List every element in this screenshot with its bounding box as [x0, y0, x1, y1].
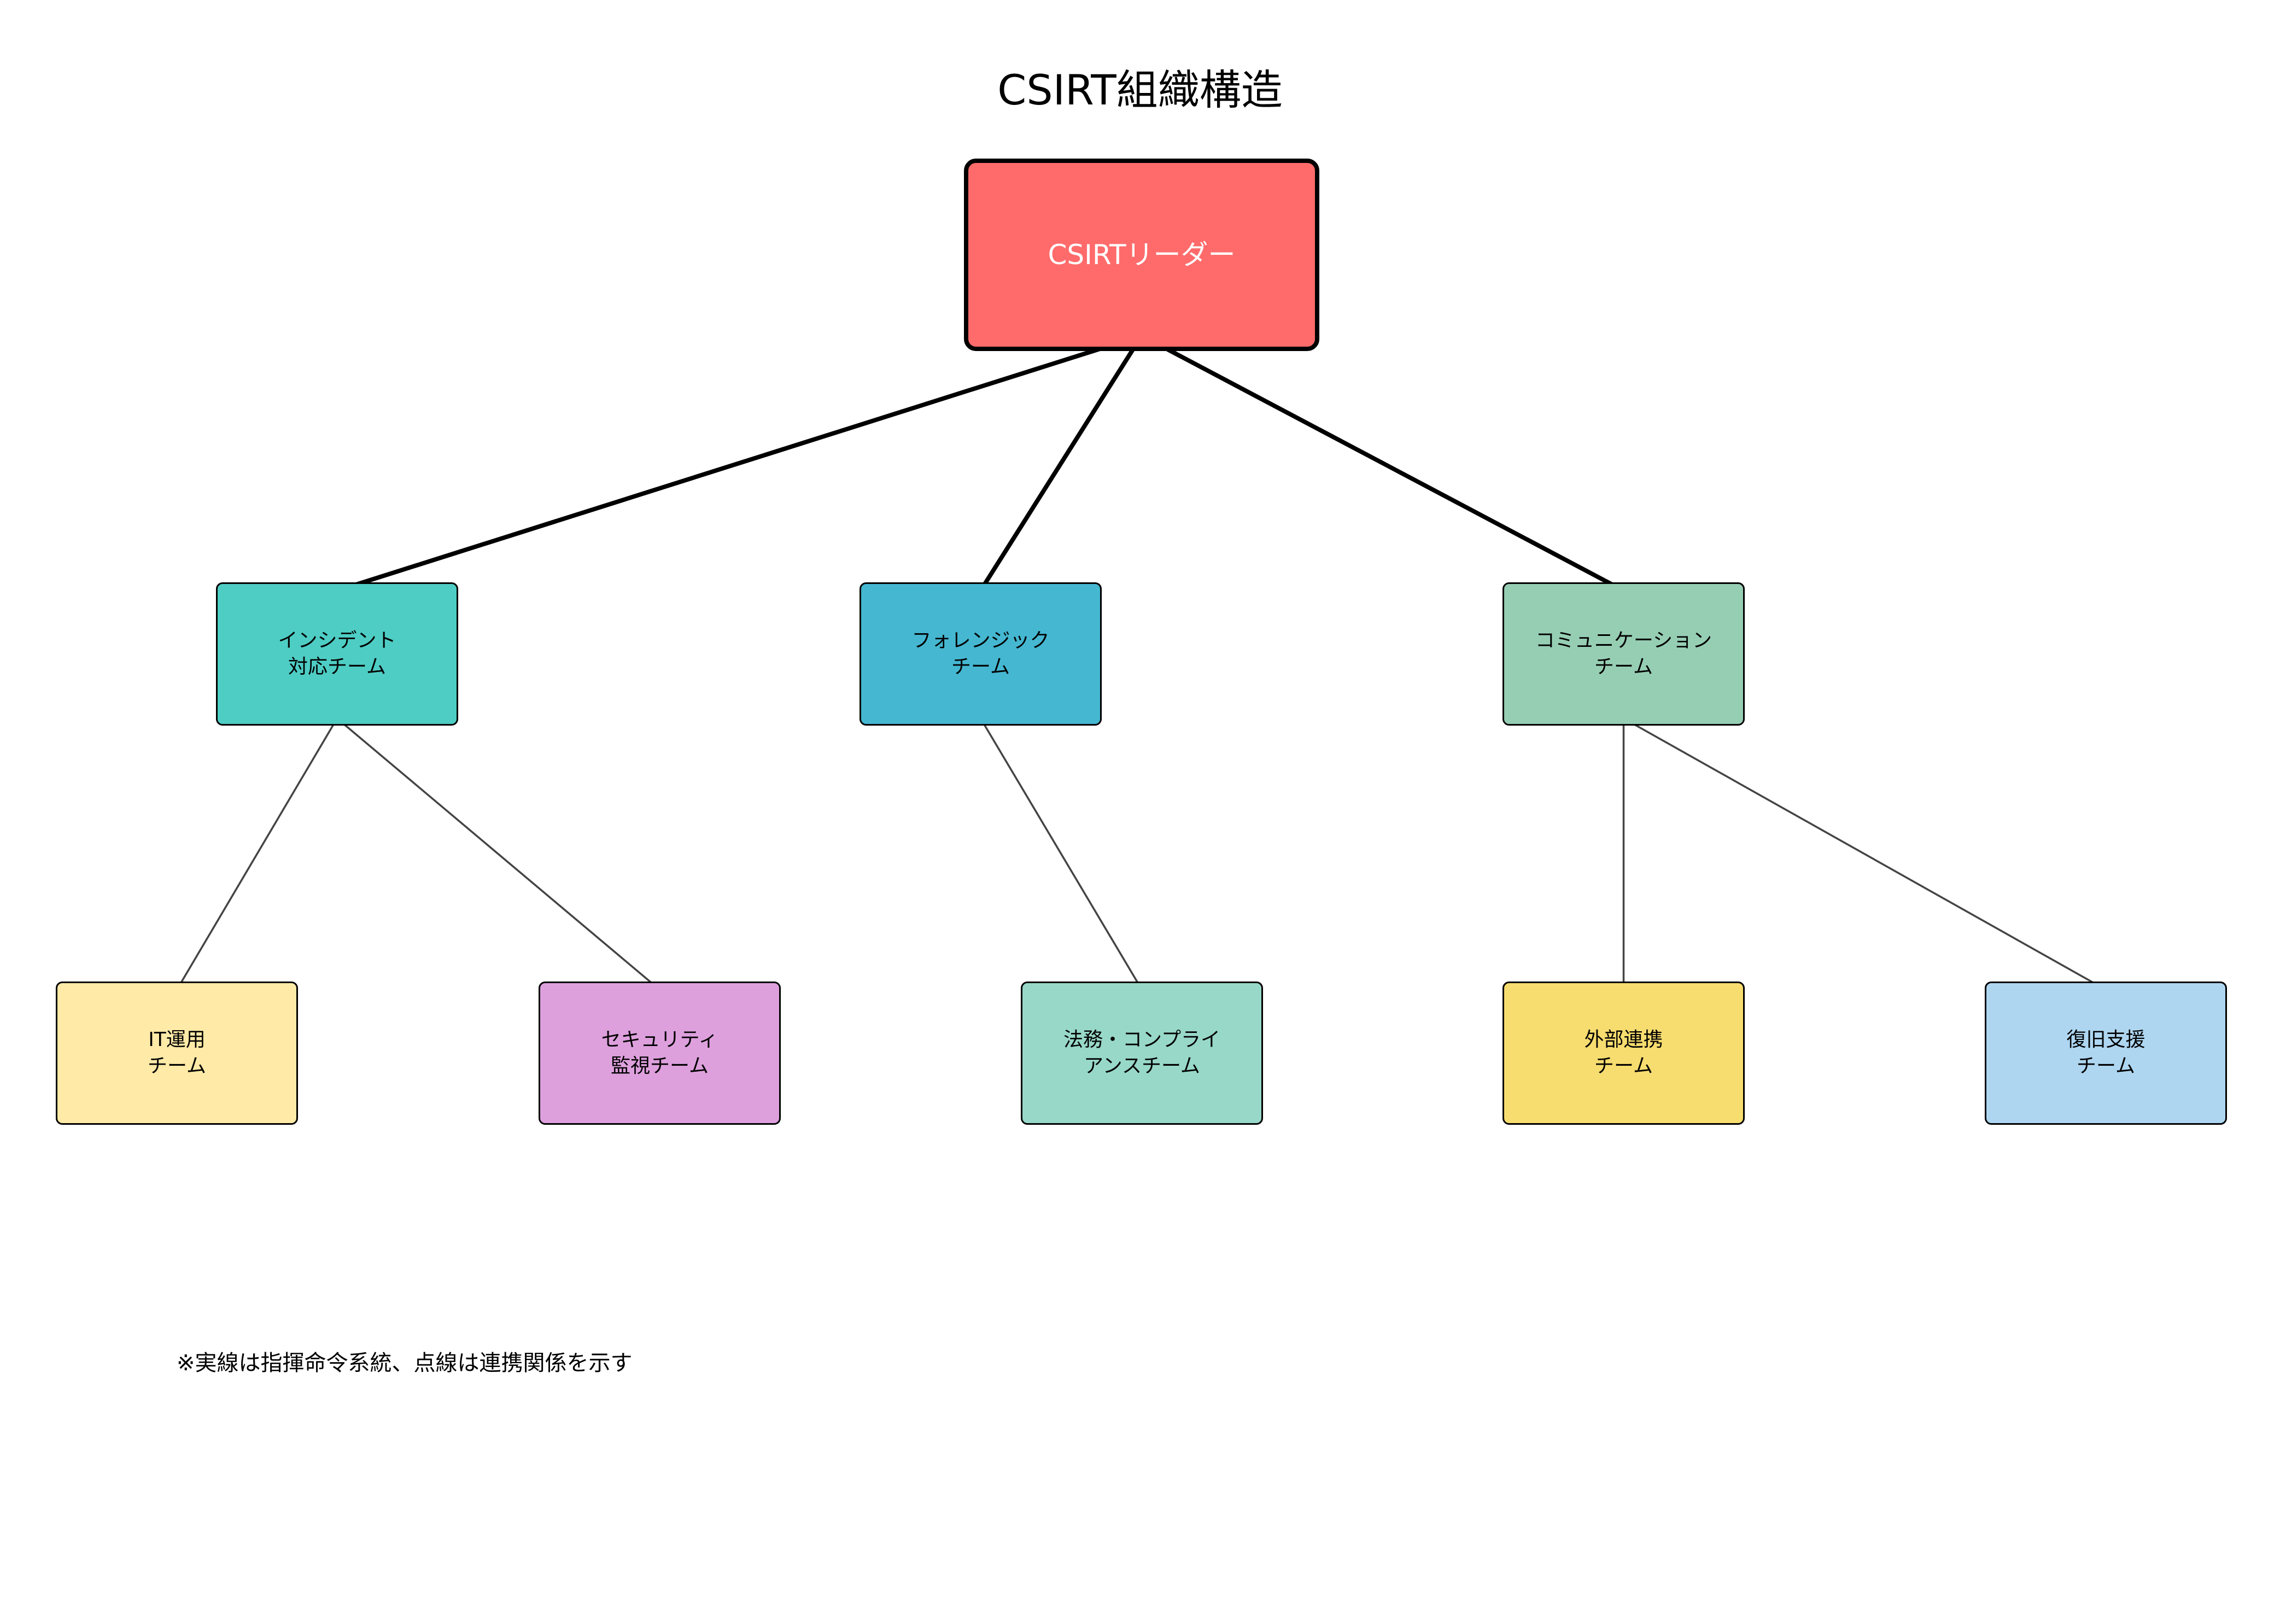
node-external-liaison-team: 外部連携 チーム	[1503, 982, 1745, 1125]
node-label: セキュリティ 監視チーム	[601, 1027, 718, 1079]
node-label: コミュニケーション チーム	[1535, 628, 1712, 680]
node-label-line: チーム	[148, 1055, 206, 1077]
node-label-line: 法務・コンプライ	[1063, 1029, 1220, 1051]
node-label-line: 対応チーム	[288, 656, 386, 678]
connector-forensic-legal	[979, 718, 1143, 990]
legend-note: ※実線は指揮命令系統、点線は連携関係を示す	[177, 1351, 633, 1376]
node-security-monitoring-team: セキュリティ 監視チーム	[539, 982, 781, 1125]
node-label-line: フォレンジック	[911, 629, 1050, 652]
node-forensic-team: フォレンジック チーム	[860, 582, 1102, 726]
node-label-line: 監視チーム	[611, 1055, 709, 1077]
node-label: インシデント 対応チーム	[278, 628, 396, 680]
node-legal-compliance-team: 法務・コンプライ アンスチーム	[1021, 982, 1263, 1125]
node-it-operations-team: IT運用 チーム	[56, 982, 298, 1125]
node-label: IT運用 チーム	[148, 1027, 206, 1079]
node-csirt-leader: CSIRTリーダー	[964, 159, 1319, 351]
node-label: CSIRTリーダー	[1048, 239, 1236, 271]
node-label: 外部連携 チーム	[1584, 1027, 1663, 1079]
node-recovery-support-team: 復旧支援 チーム	[1985, 982, 2227, 1125]
connector-leader-forensic	[979, 334, 1144, 592]
node-label-line: 外部連携	[1584, 1029, 1663, 1051]
node-label: フォレンジック チーム	[911, 628, 1049, 680]
node-communication-team: コミュニケーション チーム	[1503, 582, 1745, 726]
node-label-line: チーム	[1594, 656, 1653, 678]
chart-title: CSIRT組織構造	[997, 66, 1283, 114]
node-incident-response-team: インシデント 対応チーム	[216, 582, 458, 726]
connector-leader-communication	[1141, 334, 1625, 593]
node-label-line: チーム	[951, 656, 1010, 678]
node-label-line: CSIRTリーダー	[1048, 239, 1236, 271]
connector-communication-recovery	[1623, 717, 2107, 991]
node-label: 法務・コンプライ アンスチーム	[1063, 1027, 1220, 1079]
node-label-line: セキュリティ	[601, 1029, 718, 1051]
node-label-line: コミュニケーション	[1535, 629, 1712, 652]
node-label-line: IT運用	[148, 1029, 206, 1051]
node-label-line: アンスチーム	[1084, 1055, 1200, 1077]
node-label-line: 復旧支援	[2066, 1029, 2145, 1051]
node-label: 復旧支援 チーム	[2066, 1027, 2145, 1079]
connector-leader-incident	[336, 334, 1143, 593]
node-label-line: インシデント	[278, 629, 396, 652]
connector-incident-security_monitoring	[336, 717, 660, 991]
node-label-line: チーム	[1594, 1055, 1653, 1077]
node-label-line: チーム	[2077, 1055, 2135, 1077]
connector-incident-it_ops	[176, 718, 338, 990]
